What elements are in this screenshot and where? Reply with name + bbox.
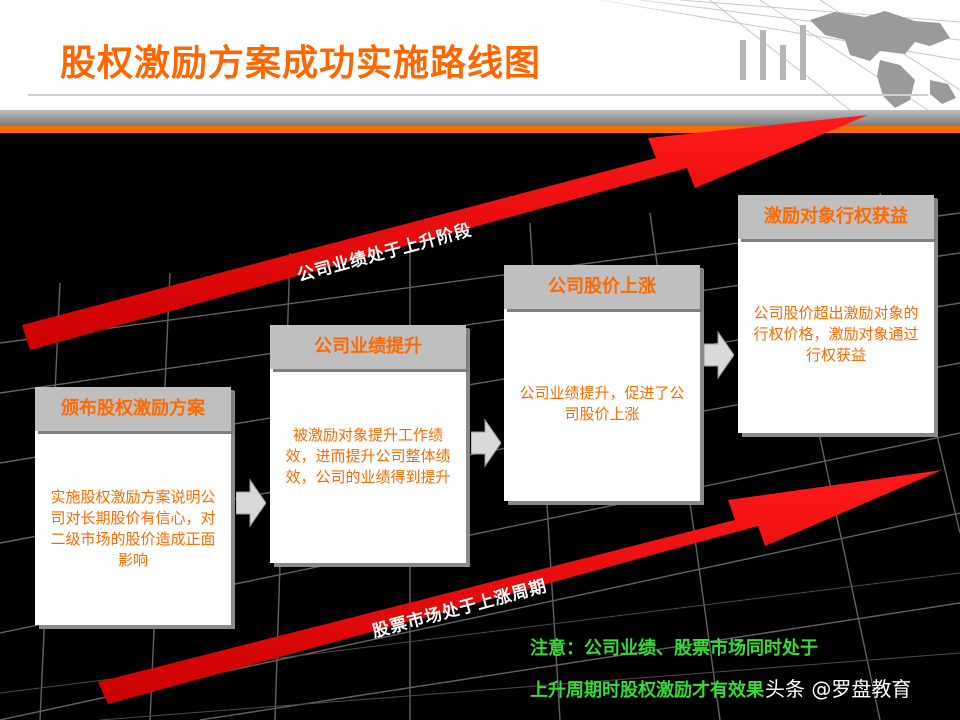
step-title: 激励对象行权获益 bbox=[738, 195, 934, 239]
step-description: 公司股价超出激励对象的行权价格，激励对象通过行权获益 bbox=[753, 304, 919, 364]
step-card-2: 公司业绩提升 被激励对象提升工作绩效，进而提升公司整体绩效，公司的业绩得到提升 bbox=[270, 325, 466, 563]
upper-trend-arrow bbox=[22, 115, 868, 350]
note-line-1: 注意：公司业绩、股票市场同时处于 bbox=[530, 638, 818, 659]
chevron-right-icon bbox=[471, 418, 501, 468]
step-description: 实施股权激励方案说明公司对长期股价有信心，对二级市场的股价造成正面影响 bbox=[50, 488, 216, 569]
title-underline bbox=[28, 94, 928, 96]
step-description: 公司业绩提升，促进了公司股价上涨 bbox=[519, 384, 685, 423]
step-title: 公司业绩提升 bbox=[270, 325, 466, 369]
header-band bbox=[0, 110, 960, 126]
step-card-3: 公司股价上涨 公司业绩提升，促进了公司股价上涨 bbox=[504, 265, 700, 501]
header-accent-band bbox=[0, 126, 960, 133]
step-title: 颁布股权激励方案 bbox=[35, 387, 231, 431]
page-title: 股权激励方案成功实施路线图 bbox=[60, 43, 542, 84]
chevron-right-icon bbox=[704, 330, 734, 380]
lower-trend-arrow bbox=[98, 470, 942, 704]
watermark: 头条 @罗盘教育 bbox=[765, 677, 912, 701]
slide-header: 股权激励方案成功实施路线图 bbox=[0, 0, 960, 118]
world-map-decoration bbox=[560, 0, 960, 118]
step-card-1: 颁布股权激励方案 实施股权激励方案说明公司对长期股价有信心，对二级市场的股价造成… bbox=[35, 387, 231, 625]
step-description: 被激励对象提升工作绩效，进而提升公司整体绩效，公司的业绩得到提升 bbox=[285, 426, 451, 486]
step-title: 公司股价上涨 bbox=[504, 265, 700, 309]
chevron-right-icon bbox=[236, 478, 266, 528]
note-line-2: 上升周期时股权激励才有效果 bbox=[530, 680, 764, 701]
step-card-4: 激励对象行权获益 公司股价超出激励对象的行权价格，激励对象通过行权获益 bbox=[738, 195, 934, 433]
